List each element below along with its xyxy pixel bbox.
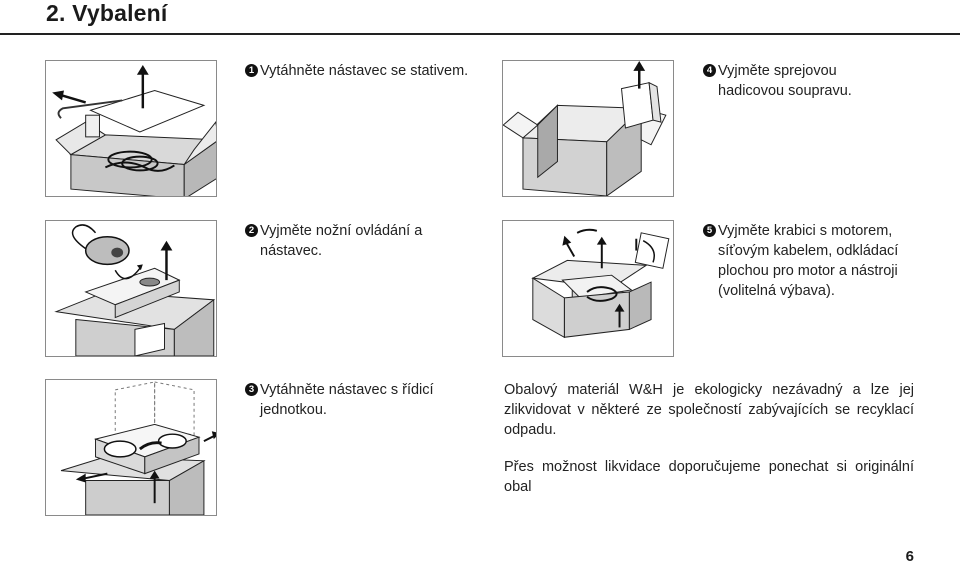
step-4: 4 Vyjměte sprejovou hadicovou soupravu. [703,61,903,101]
illustration-step-4 [502,60,674,197]
unpack-tripod-attachment-illustration [52,64,216,196]
recycling-note: Obalový materiál W&H je ekologicky nezáv… [504,382,914,438]
illustration-step-5 [502,220,674,357]
page-title: 2. Vybalení [46,0,168,26]
step-3: 3 Vytáhněte nástavec s řídicí jednotkou. [245,380,485,420]
step-number-2: 2 [245,224,258,237]
unpack-control-unit-illustration [60,381,216,515]
step-number-1: 1 [245,64,258,77]
disposal-note: Přes možnost likvidace doporučujeme pone… [504,459,914,495]
step-5-text: Vyjměte krabici s motorem, síťovým kabel… [718,223,899,299]
step-5: 5 Vyjměte krabici s motorem, síťovým kab… [703,221,913,301]
unpack-spray-hose-illustration [503,61,667,196]
page-header: 2. Vybalení [0,0,960,35]
page-number: 6 [905,548,914,565]
unpack-motor-box-illustration [531,228,670,339]
illustration-step-2 [45,220,217,357]
step-2-text: Vyjměte nožní ovládání a nástavec. [260,223,423,259]
step-1: 1 Vytáhněte nástavec se stativem. [245,61,470,81]
header-divider [0,33,960,35]
step-number-4: 4 [703,64,716,77]
step-4-text: Vyjměte sprejovou hadicovou soupravu. [718,63,852,99]
illustration-step-1 [45,60,217,197]
illustration-step-3 [45,379,217,516]
unpack-foot-control-illustration [54,224,216,356]
step-3-text: Vytáhněte nástavec s řídicí jednotkou. [260,382,434,418]
step-number-5: 5 [703,224,716,237]
step-number-3: 3 [245,383,258,396]
step-1-text: Vytáhněte nástavec se stativem. [260,63,469,79]
step-2: 2 Vyjměte nožní ovládání a nástavec. [245,221,470,261]
